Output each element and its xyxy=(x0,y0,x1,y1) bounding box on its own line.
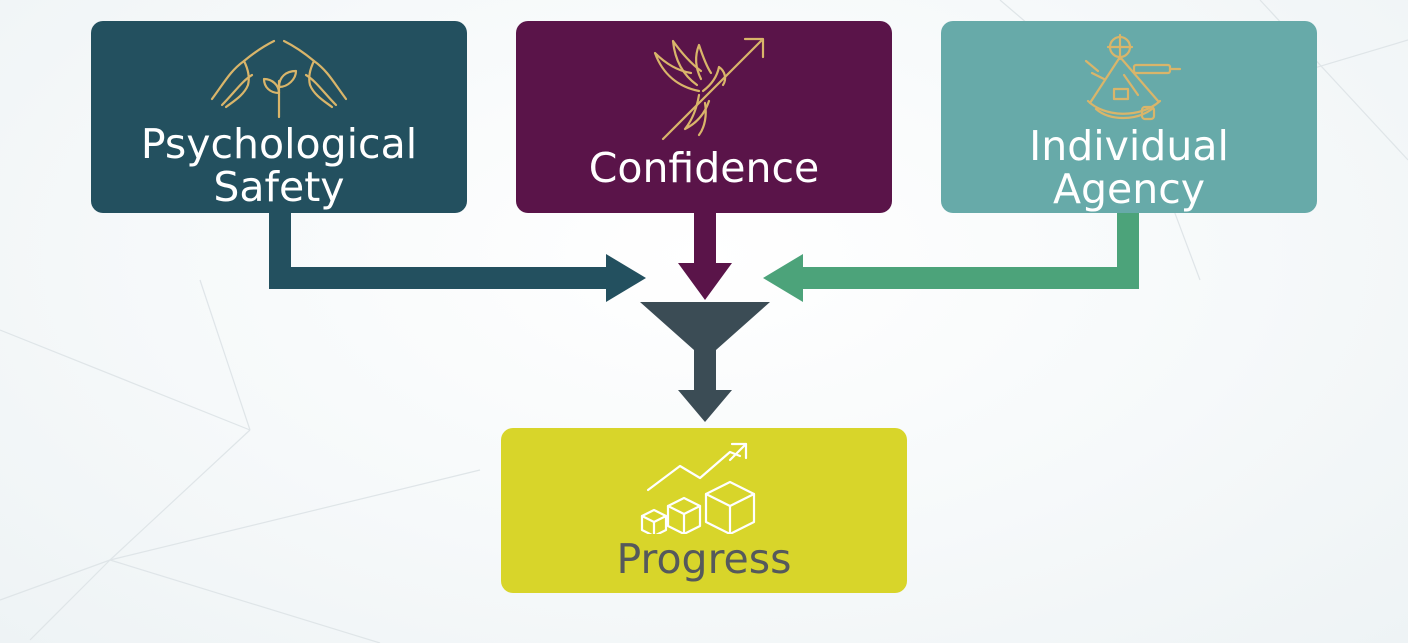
sextant-icon xyxy=(1084,33,1182,121)
phoenix-arrow-icon xyxy=(653,37,765,141)
confidence-box: Confidence xyxy=(516,21,892,213)
safety-connector xyxy=(269,213,612,289)
agency-connector xyxy=(796,213,1139,289)
individual-agency-label: Individual Agency xyxy=(1029,122,1229,214)
individual-agency-box: Individual Agency xyxy=(941,21,1317,213)
funnel-icon xyxy=(640,302,770,350)
confidence-connector xyxy=(694,213,716,267)
confidence-label: Confidence xyxy=(588,144,820,192)
agency-arrowhead xyxy=(763,254,803,302)
progress-box: Progress xyxy=(501,428,907,593)
psychological-safety-box: Psychological Safety xyxy=(91,21,467,213)
progress-label: Progress xyxy=(616,535,792,583)
funnel-stem xyxy=(694,348,716,394)
psychological-safety-label: Psychological Safety xyxy=(140,120,418,212)
growth-chart-boxes-icon xyxy=(640,442,756,534)
progress-arrowhead xyxy=(678,390,732,422)
safety-arrowhead xyxy=(606,254,646,302)
confidence-arrowhead xyxy=(678,263,732,300)
hands-sprout-icon xyxy=(210,39,348,119)
